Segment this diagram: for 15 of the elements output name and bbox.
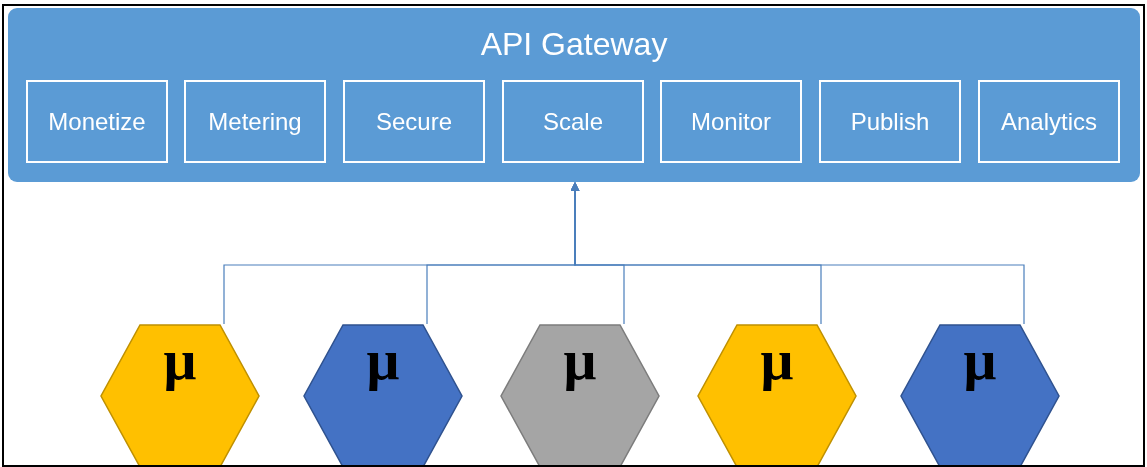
feature-box: Scale xyxy=(502,80,644,163)
feature-box: Metering xyxy=(184,80,326,163)
feature-box: Monetize xyxy=(26,80,168,163)
feature-box: Publish xyxy=(819,80,961,163)
micro-symbol: μ xyxy=(562,330,598,390)
feature-box: Analytics xyxy=(978,80,1120,163)
connector-arrow xyxy=(570,182,1025,325)
micro-symbol: μ xyxy=(162,330,198,390)
gateway-panel xyxy=(8,8,1140,182)
micro-symbol: μ xyxy=(759,330,795,390)
panel-title: API Gateway xyxy=(479,25,669,64)
micro-symbol: μ xyxy=(365,330,401,390)
feature-box: Monitor xyxy=(660,80,802,163)
micro-symbol: μ xyxy=(962,330,998,390)
feature-box: Secure xyxy=(343,80,485,163)
